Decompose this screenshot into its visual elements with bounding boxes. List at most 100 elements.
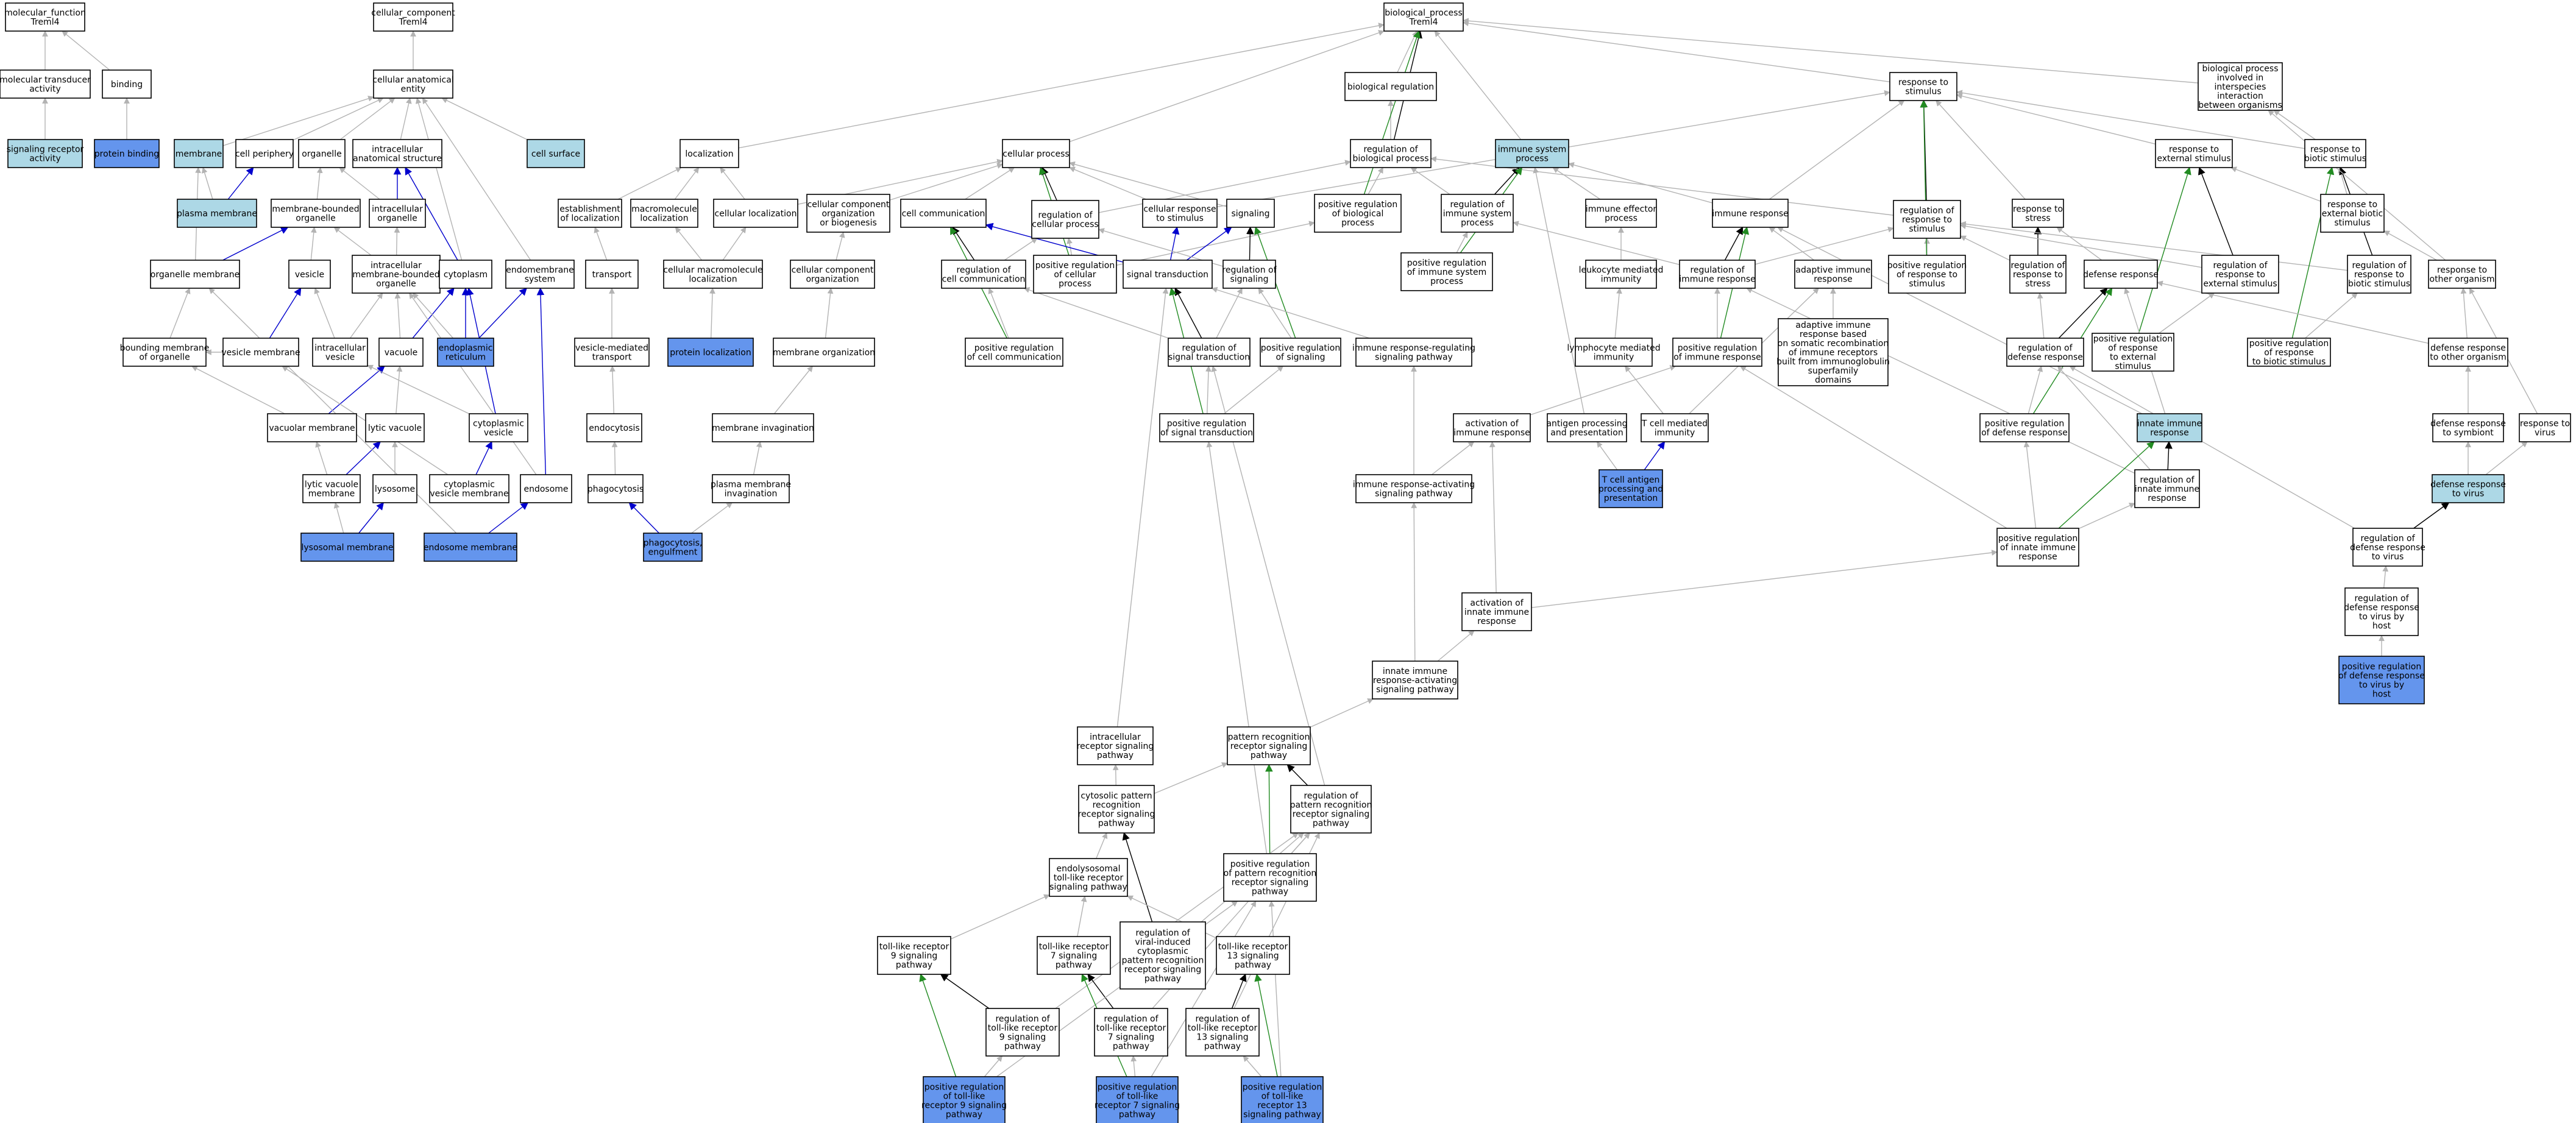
go-term-node[interactable]: signal transduction — [1123, 260, 1213, 289]
go-term-node[interactable]: localization — [679, 139, 739, 168]
go-term-node[interactable]: biological regulation — [1344, 72, 1437, 101]
go-term-node[interactable]: lysosomal membrane — [300, 533, 394, 562]
go-term-node[interactable]: organelle membrane — [150, 260, 240, 289]
go-term-node[interactable]: cell surface — [527, 139, 585, 168]
go-term-node[interactable]: membrane — [174, 139, 224, 168]
go-term-node[interactable]: lysosome — [372, 474, 417, 503]
go-term-node[interactable]: phagocytosis — [587, 474, 644, 503]
go-term-node[interactable]: endocytosis — [586, 413, 642, 442]
go-term-node[interactable]: cell periphery — [235, 139, 294, 168]
go-term-node[interactable]: cellular process — [1002, 139, 1070, 168]
go-term-node[interactable]: vacuolar membrane — [267, 413, 357, 442]
go-term-node[interactable]: protein localization — [667, 338, 754, 367]
go-term-node[interactable]: cellular localization — [713, 199, 798, 228]
go-term-node[interactable]: lytic vacuole — [365, 413, 425, 442]
go-term-node[interactable]: membrane invagination — [712, 413, 814, 442]
go-term-node[interactable]: endosome — [520, 474, 572, 503]
go-term-node[interactable]: endosome membrane — [424, 533, 517, 562]
go-term-node[interactable]: membrane organization — [773, 338, 875, 367]
go-term-node[interactable]: cytoplasm — [439, 260, 492, 289]
go-term-node[interactable]: protein binding — [94, 139, 160, 168]
go-term-node[interactable]: organelle — [298, 139, 346, 168]
go-term-node[interactable]: phagocytosis,engulfment — [643, 533, 703, 562]
go-term-node[interactable]: vesicle — [288, 260, 331, 289]
go-term-node[interactable]: cell communication — [900, 199, 987, 228]
